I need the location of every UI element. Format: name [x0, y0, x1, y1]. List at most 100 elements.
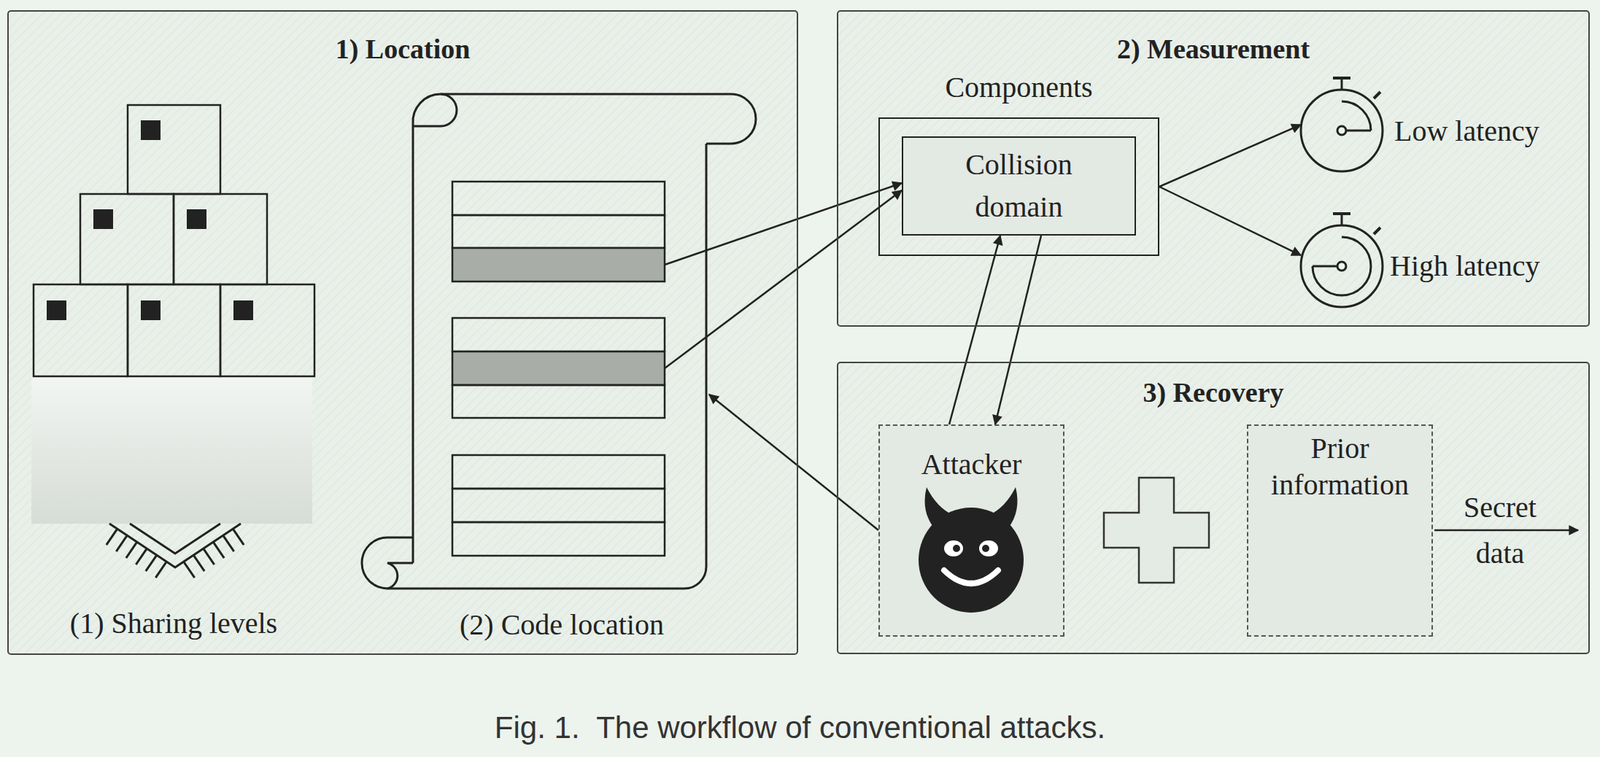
chip-icon [106, 523, 244, 578]
location-panel-text: 1) Location [8, 32, 797, 66]
low-latency-stopwatch: Low latency [1300, 83, 1586, 179]
sharing-levels-pyramid-part-part [233, 300, 254, 321]
arrow-connector [949, 235, 1001, 425]
stopwatch-low-part [1373, 91, 1381, 99]
chip-pin [116, 535, 127, 552]
code-scroll-part-part [452, 522, 665, 556]
devil-icon [918, 487, 1024, 613]
sharing-levels-pyramid-part [220, 284, 315, 377]
caption-holder: Fig. 1. The workflow of conventional att… [0, 709, 1600, 748]
sharing-levels-label-holder: (1) Sharing levels [27, 605, 320, 643]
prior-information-box: Prior information [1246, 424, 1433, 637]
code-location-scroll-text: (2) Code location [393, 607, 730, 644]
code-scroll-part [440, 94, 756, 144]
location-panel: 1) Location (2) Code location [7, 10, 799, 656]
sharing-levels-pyramid-part [173, 194, 268, 285]
stopwatch-low-part [1332, 76, 1351, 80]
high-latency-stopwatch-text: High latency [1389, 248, 1541, 285]
code-scroll-part-part [452, 351, 665, 386]
code-scroll-part-part [452, 488, 665, 523]
devil-icon-part [979, 540, 999, 557]
attacker-box: Attacker [878, 424, 1065, 637]
panel-fills-part [836, 361, 1590, 655]
chip-pin [126, 542, 138, 559]
plus-sign [1103, 477, 1209, 583]
stopwatch-high-part [1312, 237, 1371, 296]
code-scroll-part [361, 143, 707, 589]
chip-pin [213, 542, 224, 559]
chip-pin [155, 561, 167, 578]
panel-fills-part [7, 10, 799, 656]
secret-data-label-holder: Secret data [1445, 484, 1555, 577]
stopwatch-low-part [1300, 89, 1383, 172]
arrow-connector [664, 183, 902, 265]
arrow-connector [664, 190, 902, 369]
sharing-levels-pyramid-part [46, 120, 254, 321]
panel-fills-part [836, 10, 1590, 327]
output-arrow [1434, 529, 1579, 532]
sharing-levels-pyramid-part-part [186, 209, 207, 230]
chip-pin [193, 555, 205, 572]
panel-fills [7, 10, 1590, 656]
sharing-levels-pyramid-part-part [46, 300, 67, 321]
devil-icon-part [952, 545, 961, 553]
code-scroll-part-part [452, 318, 665, 352]
components-box-text: Components [878, 69, 1160, 106]
stopwatch-high-part [1340, 214, 1344, 226]
chip-pin [106, 528, 118, 546]
measurement-panel: 2) MeasurementComponentsCollision domain… [836, 10, 1590, 327]
chip-pin [232, 528, 244, 546]
chip-pin [135, 548, 147, 565]
stopwatch-low-part [1337, 126, 1347, 135]
devil-icon-part [944, 570, 999, 584]
secret-data-label: Secret data [1445, 484, 1555, 577]
stopwatch-high-part [1373, 227, 1381, 235]
sharing-levels-pyramid-part [127, 284, 221, 377]
recovery-panel-text: 3) Recovery [838, 375, 1589, 410]
stopwatch-low-part [1341, 101, 1371, 131]
devil-icon-part [918, 507, 1024, 613]
code-scroll-part-part [452, 248, 665, 282]
code-scroll-part-part [452, 385, 665, 419]
code-scroll-part-part [452, 181, 665, 216]
chip-pin [203, 548, 215, 565]
components-box: ComponentsCollision domain [878, 69, 1160, 257]
devil-icon-part [982, 545, 990, 553]
arrow-connector [1159, 124, 1301, 187]
devil-icon-part [944, 540, 964, 557]
measurement-panel-text: 2) Measurement [838, 32, 1589, 66]
sharing-levels-pyramid-part [33, 284, 128, 377]
arrow-connector [995, 235, 1042, 425]
sharing-levels-label: (1) Sharing levels [27, 605, 320, 643]
code-scroll-part-part [452, 215, 665, 249]
low-latency-stopwatch-text: Low latency [1394, 113, 1540, 150]
stopwatch-high-part [1332, 212, 1351, 216]
chip-pin [223, 535, 235, 552]
sharing-levels-pyramid-part-part [140, 300, 161, 321]
chip-icon-part [109, 523, 241, 568]
chip-pin [145, 555, 157, 572]
arrow-connector [709, 394, 879, 531]
stopwatch-high-part [1337, 261, 1347, 271]
sharing-levels-pyramid-part [127, 105, 221, 195]
sharing-levels-pyramid-part [80, 194, 174, 285]
arrow-connector [1159, 186, 1301, 256]
stopwatch-high-part [1300, 225, 1383, 308]
sharing-levels-pyramid [31, 105, 315, 524]
code-location-scroll: (2) Code location [393, 87, 730, 650]
panel-fills-part [878, 424, 1065, 637]
collision-domain-box-text: Collision domain [935, 143, 1104, 229]
code-scroll-part [387, 563, 413, 589]
code-scroll-part-part [452, 455, 665, 489]
sharing-levels-pyramid-part [31, 376, 313, 524]
code-scroll-part [452, 181, 665, 556]
attacker-box-text: Attacker [879, 446, 1064, 483]
figure-caption: Fig. 1. The workflow of conventional att… [0, 709, 1600, 748]
stopwatch-high [1300, 213, 1383, 308]
chip-pin [183, 561, 195, 578]
high-latency-stopwatch: High latency [1300, 218, 1586, 314]
prior-information-box-text: Prior information [1248, 430, 1432, 504]
